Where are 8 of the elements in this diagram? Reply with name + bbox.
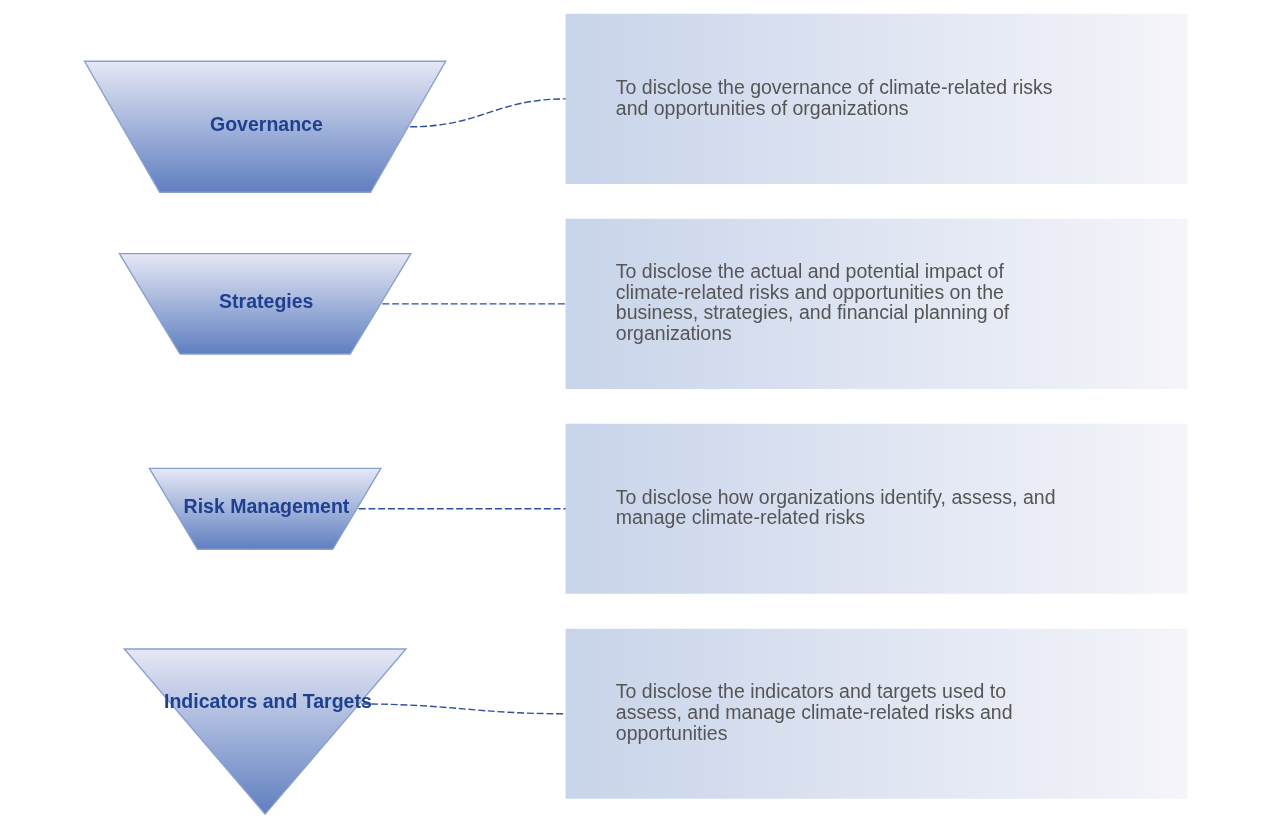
node-box: To disclose the indicators and targets used to assess, and manage climate-related risks and opportunities — [565, 628, 1187, 799]
connector — [357, 508, 566, 510]
connector — [381, 303, 566, 305]
connector — [360, 703, 566, 715]
node-box: To disclose the governance of climate-related risks and opportunities of organizations — [565, 13, 1187, 184]
connector — [408, 98, 566, 128]
node-box: To disclose the actual and potential impact of climate-related risks and opportunities on the business, strategies, and financial planning of organizations — [565, 218, 1187, 389]
node-box: To disclose how organizations identify, assess, and manage climate-related risks — [565, 423, 1187, 594]
